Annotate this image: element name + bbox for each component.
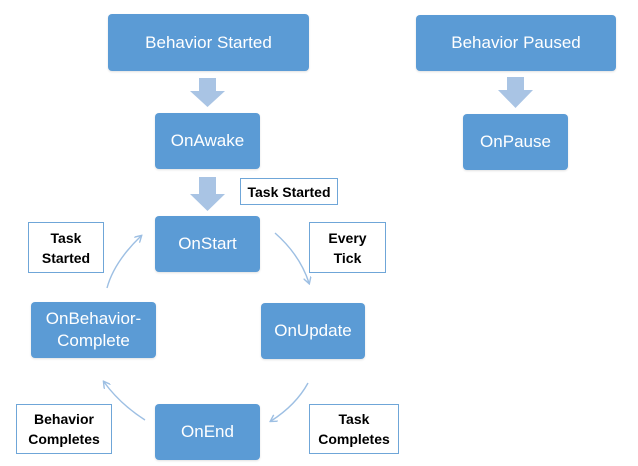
task-completes-label: Task Completes [309,404,399,454]
on-awake-node: OnAwake [155,113,260,169]
on-update-node: OnUpdate [261,303,365,359]
block-arrow-awake-to-start [190,177,225,211]
block-arrow-started-to-awake [190,78,225,107]
task-started-label-left: Task Started [28,222,104,273]
on-end-node: OnEnd [155,404,260,460]
curved-arrow-update-to-end [271,382,309,421]
behavior-paused-node: Behavior Paused [416,15,616,71]
curved-arrow-start-to-update [274,232,309,283]
on-pause-node: OnPause [463,114,568,170]
behavior-completes-label: Behavior Completes [16,404,112,454]
block-arrow-paused-to-pause [498,77,533,108]
on-start-node: OnStart [155,216,260,272]
task-started-label-top: Task Started [240,178,338,205]
every-tick-label: Every Tick [309,222,386,273]
on-behavior-complete-node: OnBehavior- Complete [31,302,156,358]
curved-arrow-end-to-bcomplete [104,382,146,421]
curved-arrow-bcomplete-to-start [106,236,141,289]
behavior-started-node: Behavior Started [108,14,309,71]
